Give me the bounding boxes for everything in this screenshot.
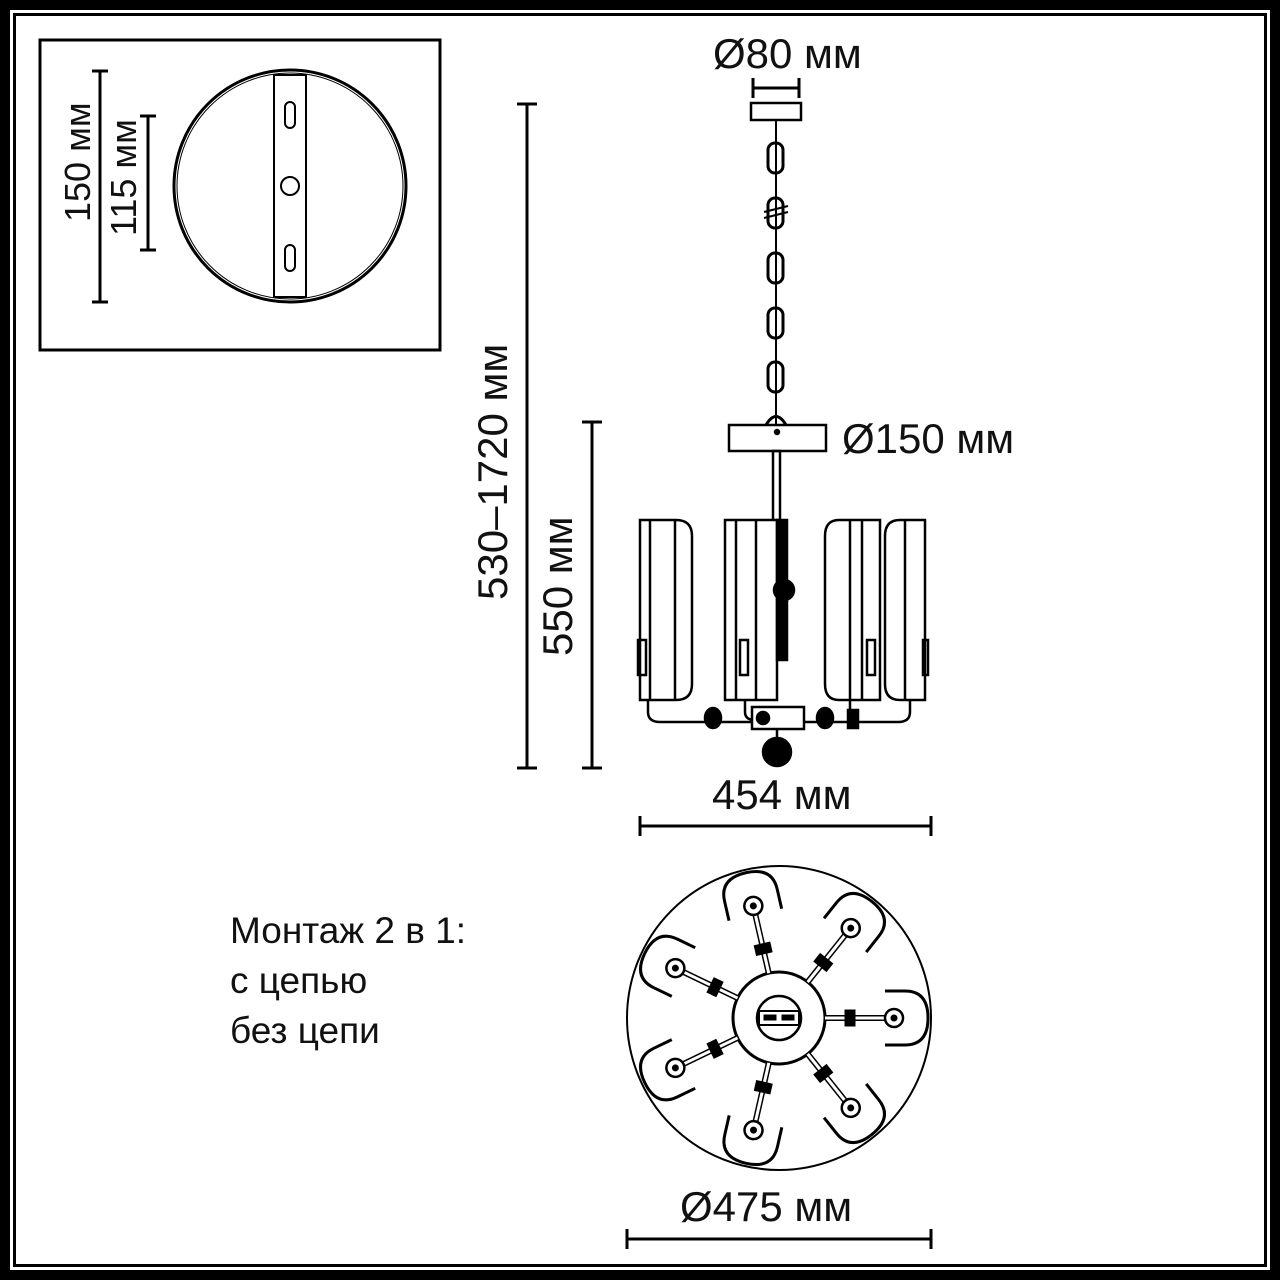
inset-150-label: 150 мм xyxy=(57,102,98,222)
canopy-width-dimension xyxy=(751,78,801,98)
inset-115-label: 115 мм xyxy=(103,119,144,236)
mounting-note-title: Монтаж 2 в 1: xyxy=(230,910,467,951)
canopy-inset xyxy=(38,38,442,352)
total-height-label: 530–1720 мм xyxy=(469,343,516,600)
width-dimension-line xyxy=(638,816,933,836)
chandelier-side-view xyxy=(636,101,930,768)
mounting-note-without-chain: без цепи xyxy=(230,1010,380,1051)
inner-frame xyxy=(13,13,1267,1267)
top-view-diameter-label: Ø475 мм xyxy=(680,1183,853,1230)
diameter-dimension-line xyxy=(625,1229,933,1249)
mounting-note-with-chain: с цепью xyxy=(230,960,368,1001)
body-width-label: 454 мм xyxy=(712,771,852,818)
body-height-label: 550 мм xyxy=(534,516,581,657)
canopy-diameter-label: Ø80 мм xyxy=(713,30,862,77)
mounting-note: Монтаж 2 в 1: с цепью без цепи xyxy=(230,906,466,1056)
chandelier-top-view xyxy=(626,865,932,1171)
top-plate-diameter-label: Ø150 мм xyxy=(842,415,1015,462)
height-dimension-lines xyxy=(517,102,602,770)
